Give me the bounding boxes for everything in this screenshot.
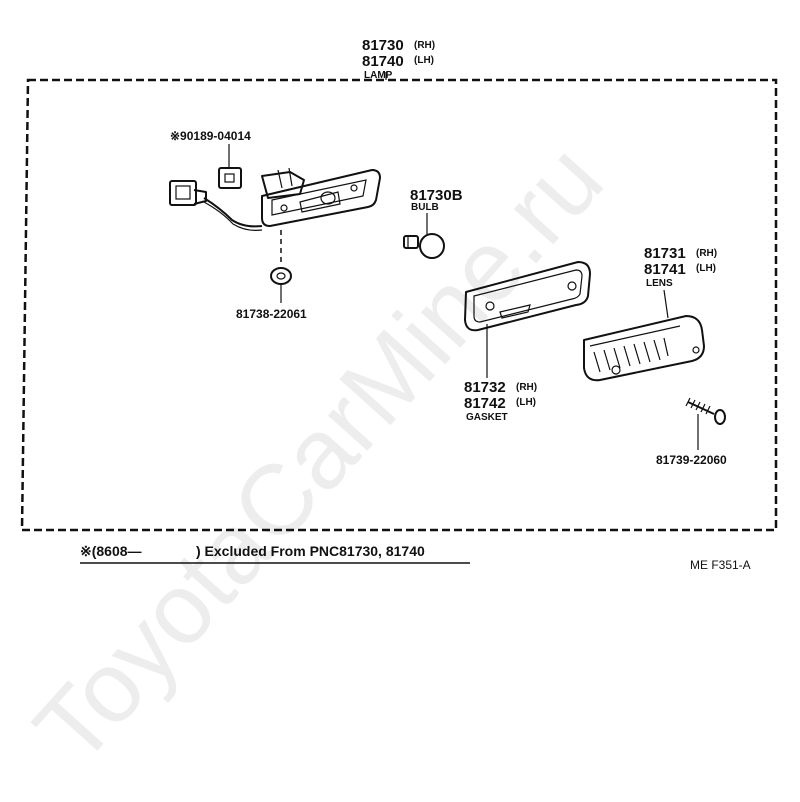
page-code: ME F351-A xyxy=(690,558,751,572)
svg-text:(RH): (RH) xyxy=(696,248,717,259)
screw-drawing xyxy=(685,397,726,425)
svg-text:※(8608—: ※(8608— xyxy=(80,543,142,559)
assembly-border xyxy=(20,78,778,532)
svg-text:(LH): (LH) xyxy=(696,263,716,274)
svg-text:BULB: BULB xyxy=(411,202,439,213)
lens-drawing xyxy=(583,315,705,382)
svg-text:81742: 81742 xyxy=(464,395,506,412)
gasket-label: 81732 (RH) 81742 (LH) GASKET xyxy=(464,379,537,423)
socket-note-label: ※90189-04014 xyxy=(170,129,251,143)
svg-text:81741: 81741 xyxy=(644,261,686,278)
bulb-drawing xyxy=(403,233,445,259)
lamp-housing-drawing xyxy=(169,167,381,231)
svg-text:GASKET: GASKET xyxy=(466,412,508,423)
svg-text:81740: 81740 xyxy=(362,53,404,70)
gasket-drawing xyxy=(464,261,591,332)
washer-label: 81738-22061 xyxy=(236,307,307,321)
svg-text:) Excluded From PNC81730, 8174: ) Excluded From PNC81730, 81740 xyxy=(196,543,425,559)
svg-text:81730B: 81730B xyxy=(410,187,463,204)
screw-label: 81739-22060 xyxy=(656,453,727,467)
svg-text:(RH): (RH) xyxy=(516,382,537,393)
bulb-label: 81730B BULB xyxy=(410,187,463,213)
svg-text:(RH): (RH) xyxy=(414,40,435,51)
lens-leader xyxy=(663,289,669,319)
svg-text:81731: 81731 xyxy=(644,245,686,262)
svg-text:LAMP: LAMP xyxy=(364,70,393,81)
lens-label: 81731 (RH) 81741 (LH) LENS xyxy=(644,245,717,289)
washer-drawing xyxy=(270,267,292,285)
svg-text:(LH): (LH) xyxy=(414,55,434,66)
svg-text:81730: 81730 xyxy=(362,37,404,54)
lamp-label: 81730 (RH) 81740 (LH) LAMP xyxy=(362,37,435,81)
watermark: ToyotaCarMine.ru xyxy=(13,123,624,784)
footnote: ※(8608— ) Excluded From PNC81730, 81740 xyxy=(80,543,470,564)
svg-text:81732: 81732 xyxy=(464,379,506,396)
svg-text:LENS: LENS xyxy=(646,278,673,289)
svg-text:(LH): (LH) xyxy=(516,397,536,408)
